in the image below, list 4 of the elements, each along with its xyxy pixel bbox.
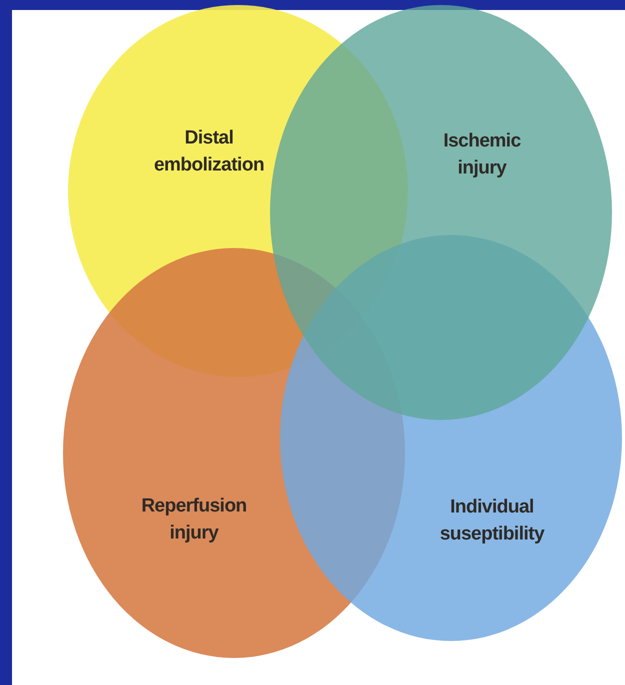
circle-label: Ischemic injury	[442, 129, 522, 180]
circle-label: Distal embolization	[152, 126, 266, 177]
circle-label: Individual suseptibility	[438, 495, 546, 546]
circle-label: Reperfusion injury	[140, 494, 248, 545]
